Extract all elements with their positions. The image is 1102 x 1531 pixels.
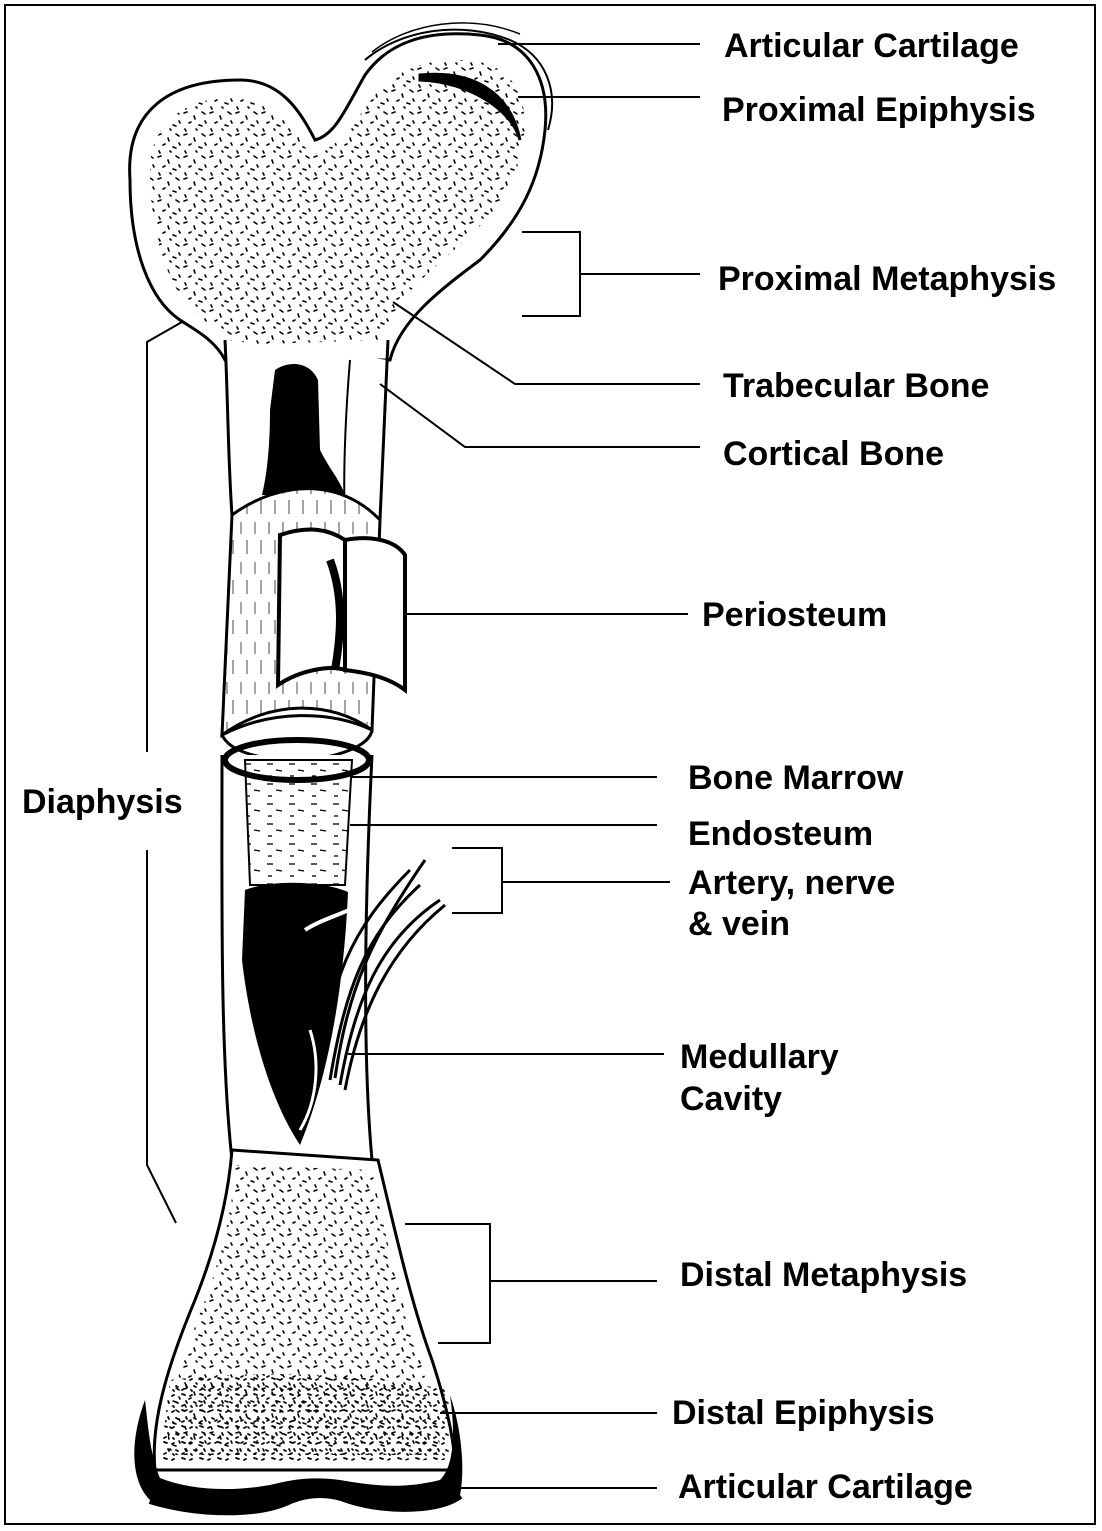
- label-periosteum: Periosteum: [702, 595, 887, 635]
- bracket-diaphysis: [147, 322, 182, 1223]
- label-proximal-epiphysis: Proximal Epiphysis: [722, 90, 1036, 130]
- bracket-artery-nerve-vein: [452, 848, 670, 913]
- distal-end-shape: [134, 1150, 462, 1511]
- label-medullary-cavity-line2: Cavity: [680, 1079, 782, 1119]
- label-articular-cartilage-top: Articular Cartilage: [724, 26, 1019, 66]
- label-artery-nerve-vein-line1: Artery, nerve: [688, 863, 895, 903]
- label-artery-nerve-vein-line2: & vein: [688, 904, 790, 944]
- bracket-proximal-metaphysis: [522, 232, 700, 316]
- leader-trabecular-bone: [393, 302, 700, 384]
- label-proximal-metaphysis: Proximal Metaphysis: [718, 259, 1056, 299]
- label-endosteum: Endosteum: [688, 814, 873, 854]
- label-cortical-bone: Cortical Bone: [723, 434, 944, 474]
- label-distal-metaphysis: Distal Metaphysis: [680, 1255, 967, 1295]
- label-medullary-cavity-line1: Medullary: [680, 1037, 839, 1077]
- bracket-distal-metaphysis: [405, 1224, 657, 1343]
- medullary-cavity-shape: [222, 740, 390, 1160]
- label-trabecular-bone: Trabecular Bone: [723, 366, 989, 406]
- proximal-epiphysis-shape: [130, 23, 552, 360]
- label-articular-cartilage-bottom: Articular Cartilage: [678, 1467, 973, 1507]
- leader-cortical-bone: [380, 384, 700, 447]
- label-bone-marrow: Bone Marrow: [688, 758, 903, 798]
- label-distal-epiphysis: Distal Epiphysis: [672, 1393, 935, 1433]
- label-diaphysis: Diaphysis: [22, 782, 183, 822]
- periosteum-shape: [222, 489, 405, 760]
